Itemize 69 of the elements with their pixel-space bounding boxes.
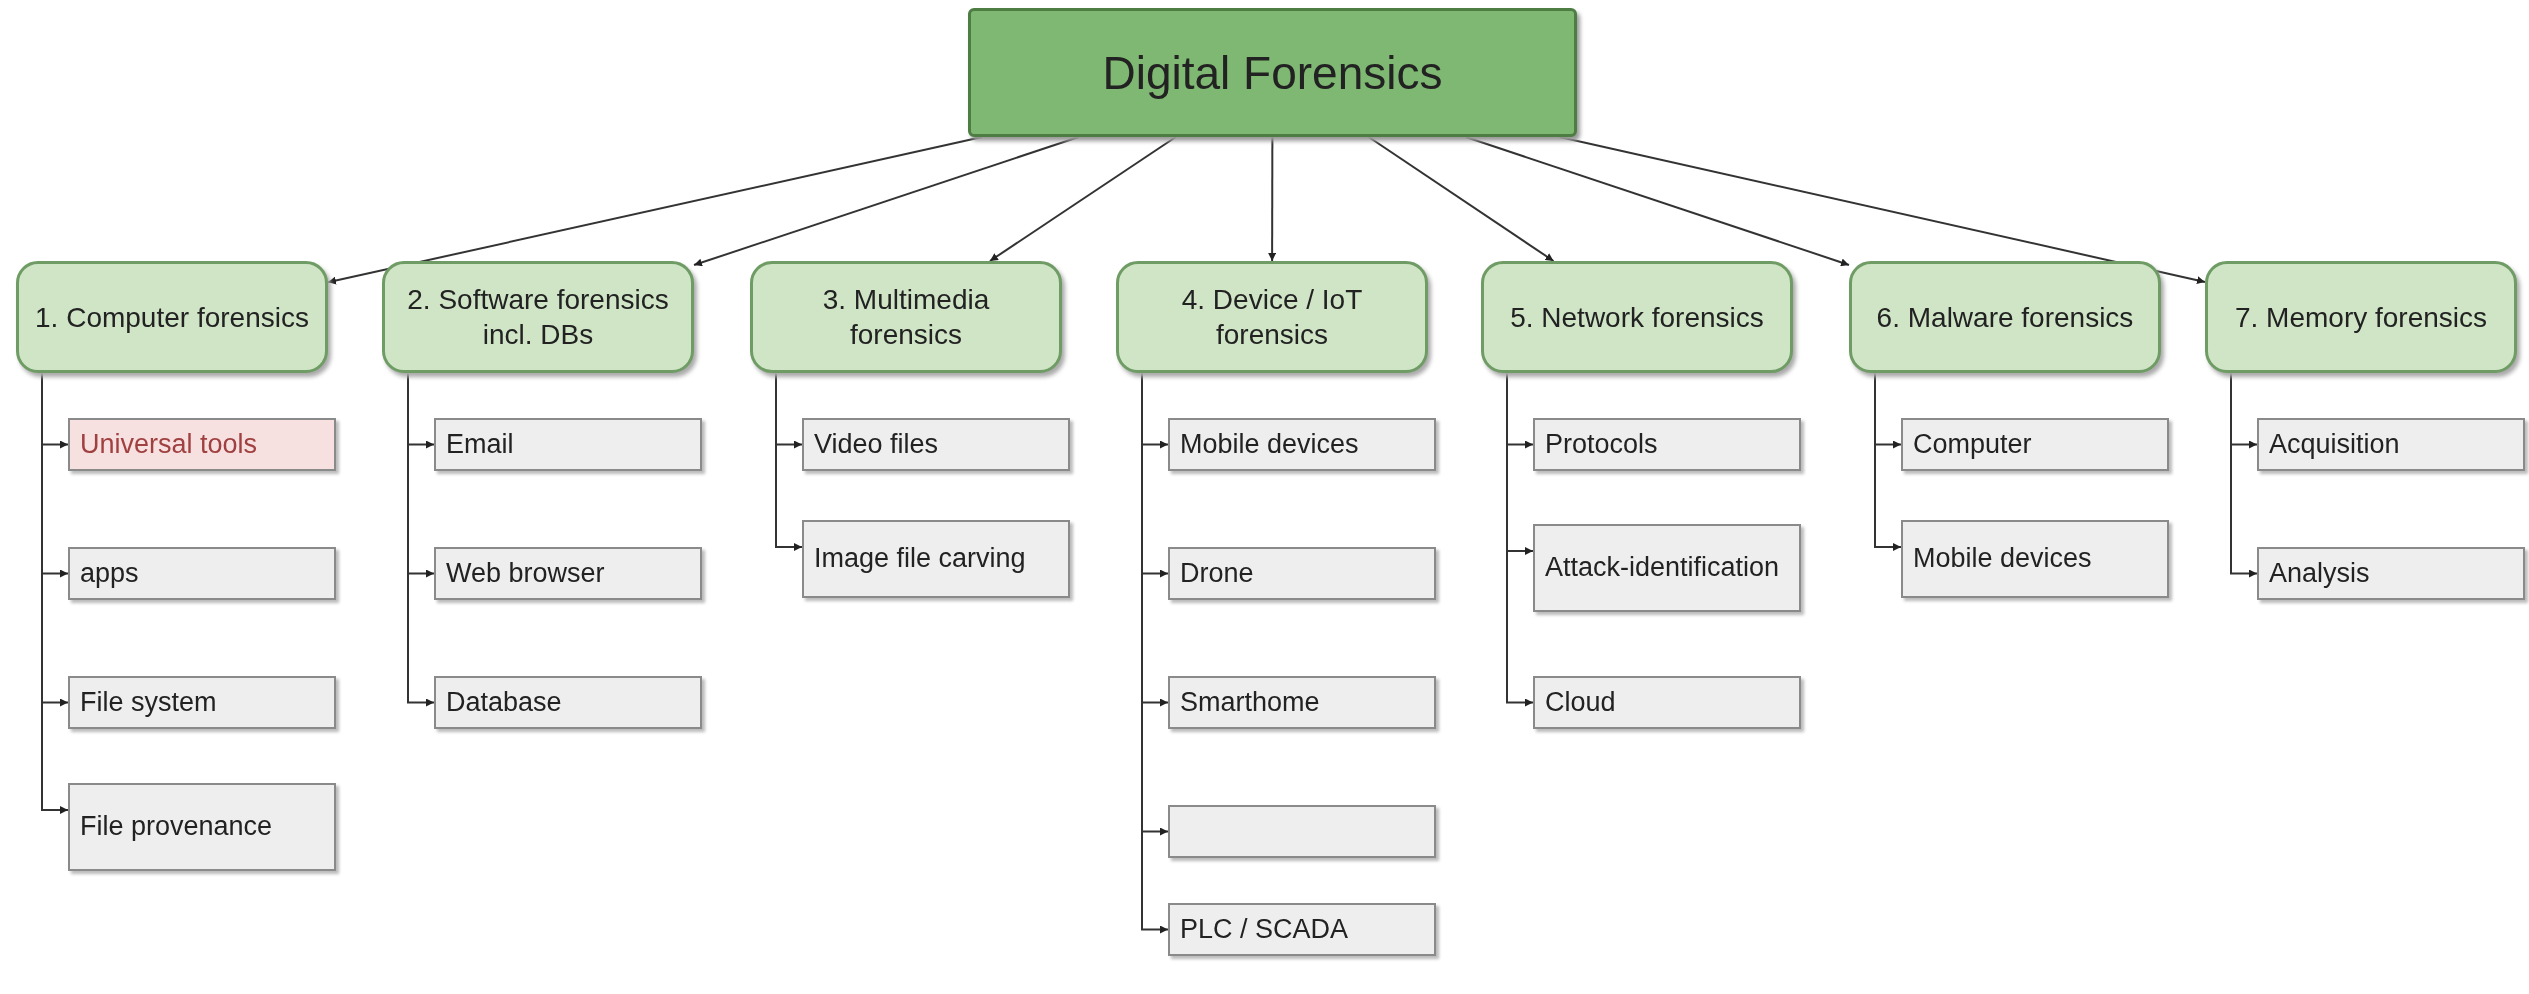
topic-box — [68, 547, 336, 600]
topic-box — [1168, 903, 1436, 956]
topic-box — [68, 418, 336, 471]
arrow — [1506, 372, 1534, 707]
topic-box — [1168, 418, 1436, 471]
node-label: Protocols — [1545, 427, 1658, 461]
arrow — [1874, 372, 1902, 551]
topic-box — [1533, 418, 1801, 471]
topic-box — [1533, 524, 1801, 612]
arrow — [2230, 372, 2258, 578]
node-label: Image file carving — [814, 542, 1026, 576]
node-label: Web browser — [446, 556, 605, 590]
node-label: Mobile devices — [1913, 542, 2092, 576]
node-label: Computer — [1913, 427, 2032, 461]
topic-box — [434, 418, 702, 471]
topic-box — [1533, 676, 1801, 729]
topic-box — [434, 676, 702, 729]
topic-box — [1168, 805, 1436, 858]
node-label: 6. Malware forensics — [1876, 300, 2134, 335]
topic-box — [1168, 676, 1436, 729]
arrow — [775, 372, 803, 551]
arrow — [693, 136, 1080, 267]
arrow — [1367, 136, 1555, 262]
node-label: File provenance — [80, 810, 273, 844]
category-box — [382, 261, 694, 373]
topic-box — [802, 520, 1070, 598]
node-label: Database — [446, 685, 562, 719]
node-label: Universal tools — [80, 427, 258, 461]
node-label: Drone — [1180, 556, 1254, 590]
node-label: 7. Memory forensics — [2234, 300, 2488, 335]
arrow — [327, 136, 984, 285]
node-label: Video files — [814, 427, 939, 461]
category-box — [16, 261, 328, 373]
category-box — [1481, 261, 1793, 373]
category-box — [1116, 261, 1428, 373]
topic-box — [434, 547, 702, 600]
arrow — [1558, 136, 2206, 285]
node-label: Email — [446, 427, 514, 461]
node-label: apps — [80, 556, 139, 590]
topic-box — [68, 783, 336, 871]
topic-box — [1901, 520, 2169, 598]
topic-box — [2257, 547, 2525, 600]
node-label: File system — [80, 685, 217, 719]
node-label: 5. Network forensics — [1510, 300, 1764, 335]
node-label: Smarthome — [1180, 685, 1320, 719]
category-box — [1849, 261, 2161, 373]
node-label: Cloud — [1545, 685, 1616, 719]
node-label: Attack-identification — [1545, 551, 1780, 585]
arrow — [988, 136, 1177, 262]
node-label: PLC / SCADA — [1180, 912, 1349, 946]
topic-box — [68, 676, 336, 729]
category-box — [750, 261, 1062, 373]
node-label: 3. Multimedia forensics — [821, 283, 991, 352]
node-label: Digital Forensics — [1102, 45, 1443, 100]
arrow — [1464, 136, 1850, 267]
topic-box — [2257, 418, 2525, 471]
topic-box — [802, 418, 1070, 471]
node-label: Analysis — [2269, 556, 2370, 590]
arrow — [407, 372, 435, 707]
arrow — [1268, 136, 1277, 262]
topic-box — [1901, 418, 2169, 471]
category-box — [2205, 261, 2517, 373]
node-label: Mobile devices — [1180, 427, 1359, 461]
node-label: 2. Software forensics incl. DBs — [406, 283, 670, 352]
topic-box — [1168, 547, 1436, 600]
node-label: 1. Computer forensics — [35, 300, 309, 335]
node-label: 4. Device / IoT forensics — [1180, 283, 1364, 352]
root-box — [968, 8, 1577, 137]
node-label: Acquisition — [2269, 427, 2400, 461]
